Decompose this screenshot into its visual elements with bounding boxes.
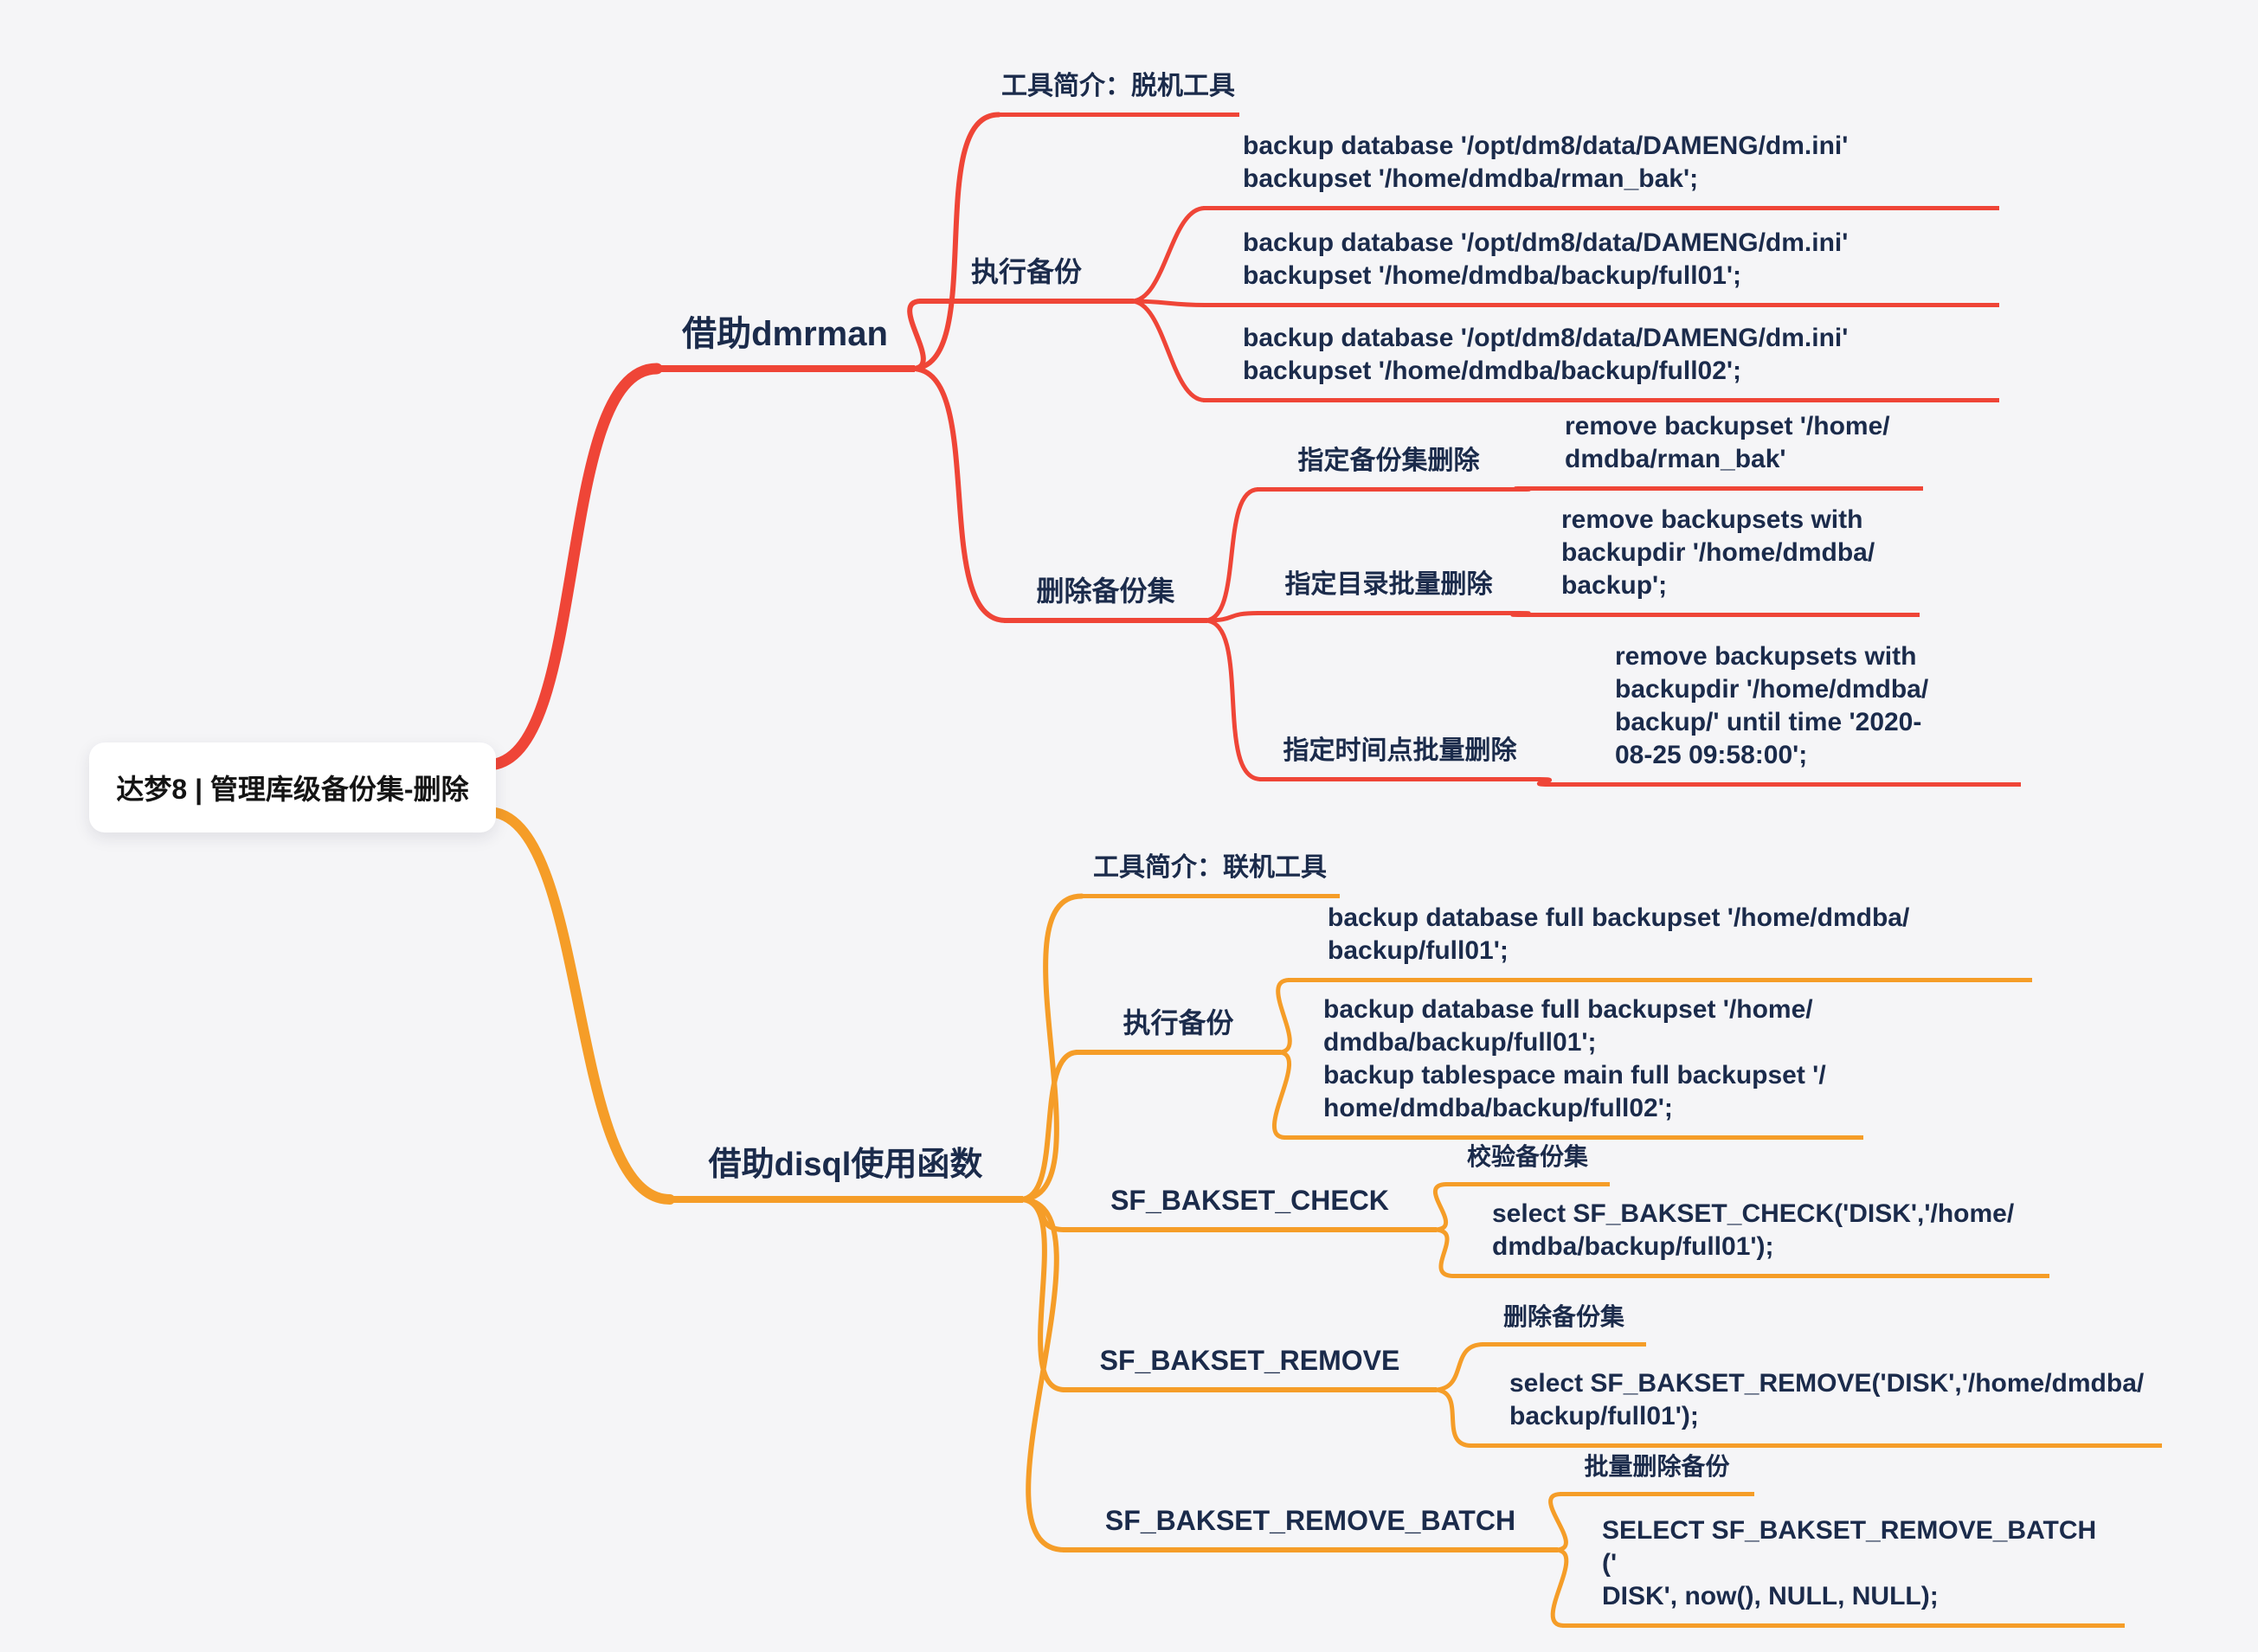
code-remove-backupset[interactable]: remove backupset '/home/ dmdba/rman_bak' (1525, 408, 1923, 491)
node-delete-by-time[interactable]: 指定时间点批量删除 (1259, 736, 1541, 781)
branch-disql-functions[interactable]: 借助disql使用函数 (668, 1146, 1023, 1203)
code-backup-full01[interactable]: backup database '/opt/dm8/data/DAMENG/dm… (1203, 225, 1999, 307)
code-sf-bakset-check[interactable]: select SF_BAKSET_CHECK('DISK','/home/ dm… (1452, 1196, 2049, 1278)
node-batch-delete-label[interactable]: 批量删除备份 (1560, 1452, 1754, 1496)
root-topic[interactable]: 达梦8 | 管理库级备份集-删除 (89, 742, 496, 832)
node-remove-backupset-label[interactable]: 删除备份集 (1482, 1302, 1646, 1347)
node-exec-backup-dmrman[interactable]: 执行备份 (919, 255, 1134, 305)
node-verify-backupset[interactable]: 校验备份集 (1445, 1142, 1610, 1186)
node-tool-intro-online[interactable]: 工具简介：联机工具 (1080, 852, 1340, 898)
node-sf-bakset-check[interactable]: SF_BAKSET_CHECK (1063, 1184, 1437, 1233)
node-sf-bakset-remove[interactable]: SF_BAKSET_REMOVE (1063, 1344, 1437, 1393)
code-disql-backup-full01[interactable]: backup database full backupset '/home/dm… (1288, 900, 2032, 982)
node-delete-backupset[interactable]: 删除备份集 (1004, 575, 1207, 624)
code-remove-backupdir[interactable]: remove backupsets with backupdir '/home/… (1521, 502, 1920, 617)
node-delete-by-backupset[interactable]: 指定备份集删除 (1257, 446, 1521, 492)
code-backup-rman-bak[interactable]: backup database '/opt/dm8/data/DAMENG/dm… (1203, 128, 1999, 210)
node-delete-by-directory[interactable]: 指定目录批量删除 (1257, 569, 1521, 615)
branch-dmrman[interactable]: 借助dmrman (655, 313, 915, 372)
code-disql-backup-tablespace[interactable]: backup database full backupset '/home/ d… (1283, 992, 1863, 1140)
code-backup-full02[interactable]: backup database '/opt/dm8/data/DAMENG/dm… (1203, 320, 1999, 402)
code-sf-bakset-remove-batch[interactable]: SELECT SF_BAKSET_REMOVE_BATCH (' DISK', … (1562, 1513, 2125, 1628)
node-tool-intro-offline[interactable]: 工具简介：脱机工具 (997, 71, 1239, 117)
node-sf-bakset-remove-batch[interactable]: SF_BAKSET_REMOVE_BATCH (1063, 1504, 1558, 1553)
code-sf-bakset-remove[interactable]: select SF_BAKSET_REMOVE('DISK','/home/dm… (1470, 1366, 2162, 1448)
code-remove-until-time[interactable]: remove backupsets with backupdir '/home/… (1549, 639, 2021, 787)
node-exec-backup-disql[interactable]: 执行备份 (1076, 1006, 1281, 1056)
